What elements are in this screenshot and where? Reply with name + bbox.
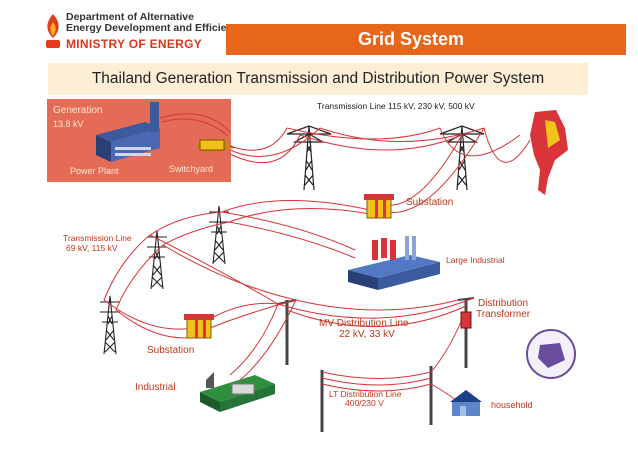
switchyard-icon bbox=[195, 139, 235, 153]
power-plant-icon bbox=[96, 102, 160, 162]
substation-top-icon bbox=[363, 193, 395, 219]
lt-voltage-label: 400/230 V bbox=[345, 398, 384, 408]
substation-bottom-icon bbox=[183, 313, 215, 339]
distribution-poles bbox=[285, 298, 468, 432]
distribution-transformer-label-2: Transformer bbox=[476, 309, 531, 320]
diagram-subtitle: Thailand Generation Transmission and Dis… bbox=[91, 70, 545, 87]
generation-label: Generation bbox=[53, 105, 103, 116]
distribution-transformer-label-1: Distribution bbox=[478, 298, 529, 309]
transmission-hv-label: Transmission Line 115 kV, 230 kV, 500 kV bbox=[317, 101, 475, 111]
sub-tower-2 bbox=[146, 230, 168, 290]
household-label: household bbox=[491, 400, 533, 410]
large-industrial-icon bbox=[348, 236, 440, 290]
substation-bottom-label: Substation bbox=[147, 345, 195, 356]
ministry-name: MINISTRY OF ENERGY bbox=[66, 37, 203, 51]
distribution-transformer-icon bbox=[460, 311, 472, 329]
power-wires bbox=[103, 113, 531, 403]
department-name: Department of Alternative Energy Develop… bbox=[66, 12, 245, 34]
mv-line-label: MV Distribution Line bbox=[319, 318, 409, 329]
household-icon bbox=[450, 390, 482, 416]
department-line-1: Department of Alternative bbox=[66, 11, 194, 23]
industrial-label: Industrial bbox=[135, 382, 176, 393]
generation-voltage-label: 13.8 kV bbox=[53, 119, 84, 129]
lt-line-label: LT Distribution Line bbox=[329, 389, 402, 399]
large-industrial-label: Large Industrial bbox=[446, 255, 505, 265]
ministry-logo-icon bbox=[42, 12, 64, 54]
department-line-2: Energy Development and Efficiency bbox=[66, 22, 245, 34]
transmission-line-voltage-label: 69 kV, 115 kV bbox=[66, 243, 118, 253]
egat-seal-icon bbox=[526, 329, 576, 379]
sub-tower-3 bbox=[208, 205, 230, 265]
mv-voltage-label: 22 kV, 33 kV bbox=[339, 329, 395, 340]
subtitle-bar: Thailand Generation Transmission and Dis… bbox=[48, 63, 588, 95]
substation-top-label: Substation bbox=[406, 197, 454, 208]
page-title: Grid System bbox=[357, 29, 464, 49]
title-bar: Grid System bbox=[226, 24, 626, 55]
transmission-line-label: Transmission Line bbox=[63, 233, 132, 243]
thailand-map-icon bbox=[530, 110, 568, 195]
power-plant-label: Power Plant bbox=[70, 166, 119, 176]
switchyard-label: Switchyard bbox=[169, 164, 214, 174]
industrial-icon bbox=[200, 372, 275, 412]
